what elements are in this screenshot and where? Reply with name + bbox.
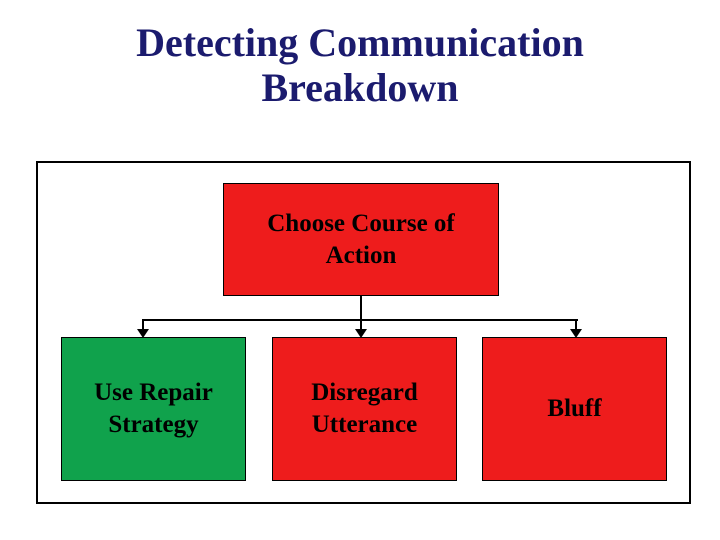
node-use-repair-strategy: Use Repair Strategy [61, 337, 246, 481]
node-label: Disregard Utterance [311, 379, 418, 438]
connector-drop-right [575, 319, 577, 331]
node-label: Bluff [547, 395, 602, 422]
connector-stem [360, 296, 362, 331]
connector-horizontal [142, 319, 578, 321]
slide-title: Detecting Communication Breakdown [136, 20, 584, 110]
arrowhead-down-middle-icon [355, 329, 367, 338]
node-disregard-utterance: Disregard Utterance [272, 337, 457, 481]
node-label: Use Repair Strategy [94, 379, 213, 438]
node-choose-course-of-action: Choose Course of Action [223, 183, 499, 296]
node-label: Choose Course of Action [267, 209, 455, 269]
connector-drop-left [142, 319, 144, 331]
arrowhead-down-left-icon [137, 329, 149, 338]
node-bluff: Bluff [482, 337, 667, 481]
arrowhead-down-right-icon [570, 329, 582, 338]
